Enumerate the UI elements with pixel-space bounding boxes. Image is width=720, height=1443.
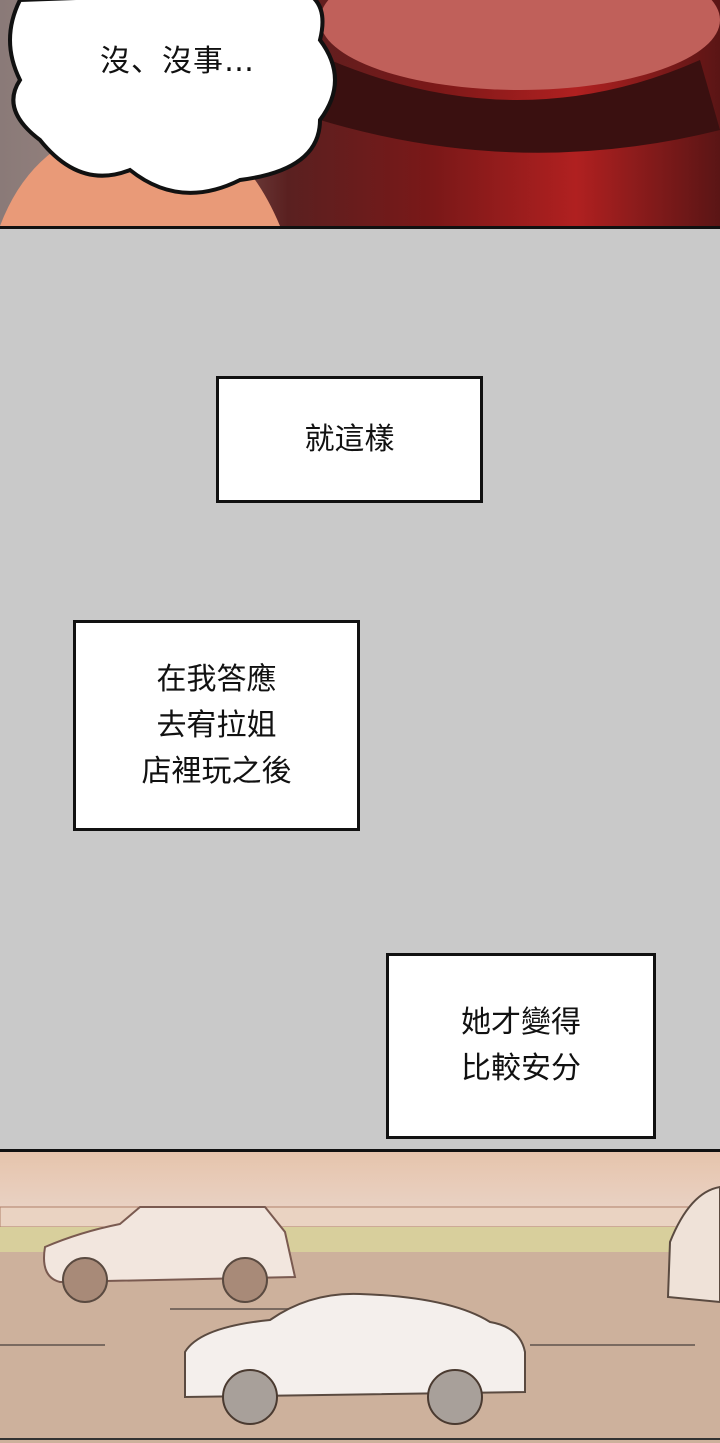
partial-car [666,1185,720,1304]
highway-artwork [0,1185,720,1443]
sedan-body [184,1292,526,1399]
caption-box-3: 她才變得 比較安分 [386,953,656,1139]
speech-bubble [8,0,337,195]
caption-line: 她才變得 [461,1005,581,1040]
comic-panel-closeup: 沒、沒事… [0,0,720,229]
comic-panel-highway [0,1149,720,1443]
caption-line: 比較安分 [461,1051,581,1086]
caption-line: 就這樣 [304,421,395,457]
caption-line: 在我答應 [156,661,277,697]
caption-box-1: 就這樣 [216,376,483,503]
caption-line: 去宥拉姐 [156,707,277,743]
sedan-wheel [427,1369,483,1425]
caption-line: 店裡玩之後 [141,753,292,789]
sedan-wheel [222,1369,278,1425]
caption-box-2: 在我答應 去宥拉姐 店裡玩之後 [73,620,360,831]
closeup-shadow-shape [320,60,720,153]
suv-wheel [222,1257,268,1303]
closeup-artwork [0,0,720,226]
closeup-face-shape [320,0,720,90]
suv [43,1206,297,1303]
suv-wheel [62,1257,108,1303]
speech-bubble-text: 沒、沒事… [100,44,255,79]
guardrail [0,1206,720,1228]
sedan [184,1292,526,1425]
